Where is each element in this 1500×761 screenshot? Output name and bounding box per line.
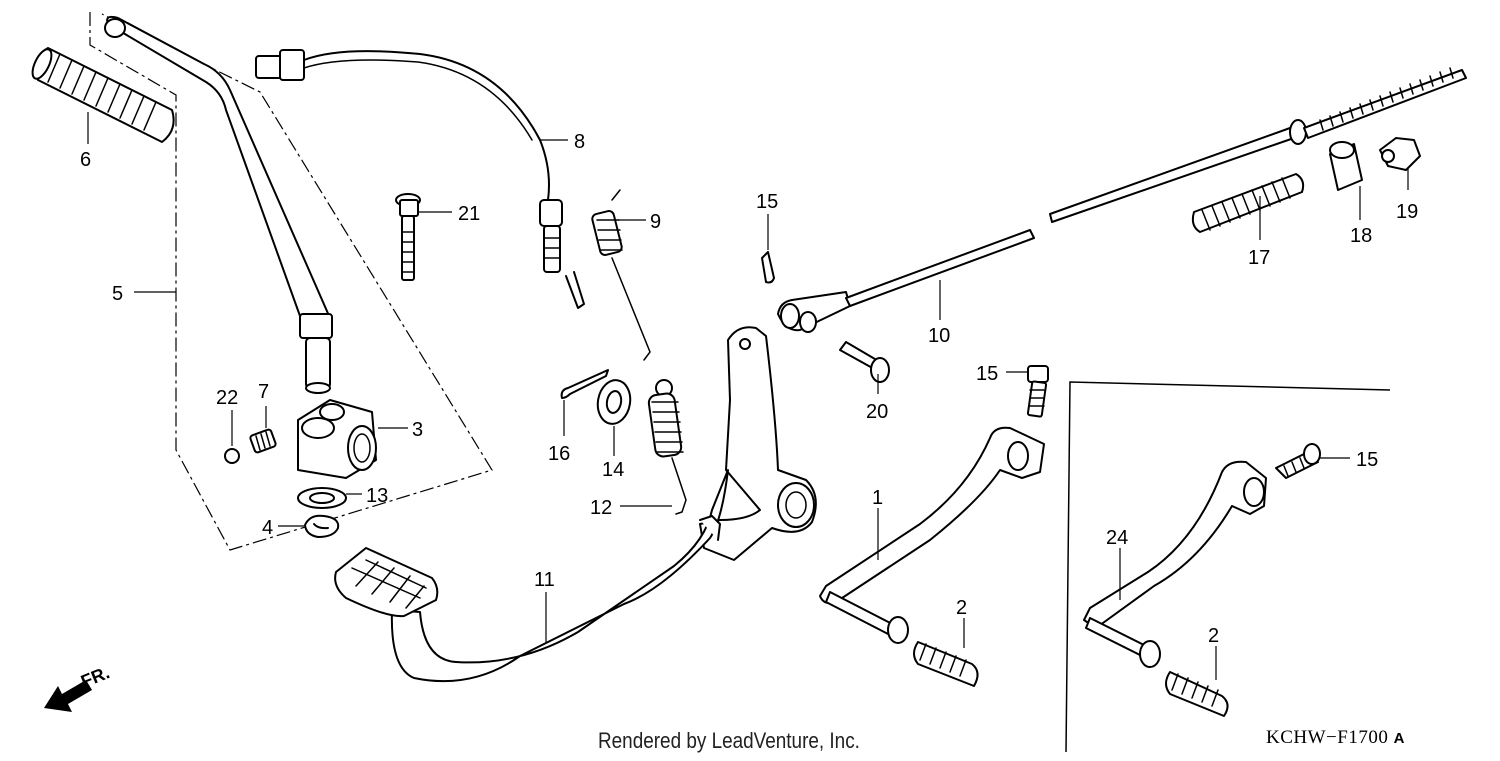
callout-8: 8 — [574, 131, 585, 153]
clip-pin[interactable] — [761, 251, 775, 284]
callout-20: 19 — [1396, 201, 1418, 223]
callout-15-mid: 15 — [976, 363, 998, 385]
callout-21: 20 — [866, 401, 888, 423]
callout-23: 22 — [216, 387, 238, 409]
callout-6: 6 — [80, 149, 91, 171]
kick-arm[interactable] — [104, 15, 333, 394]
callout-19: 18 — [1350, 225, 1372, 247]
circlip[interactable] — [304, 514, 340, 538]
leader-lines — [87, 112, 1409, 680]
callout-9: 9 — [650, 211, 661, 233]
kick-grip-rubber[interactable] — [29, 47, 175, 143]
callout-14: 14 — [602, 459, 624, 481]
stop-switch-connector[interactable] — [255, 49, 585, 309]
clevis-pin[interactable] — [839, 341, 890, 383]
diagram-code: KCHW−F1700 A — [1266, 727, 1405, 749]
alt-change-pedal-rubber[interactable] — [1165, 671, 1229, 717]
washer[interactable] — [297, 487, 347, 509]
alt-change-pedal[interactable] — [1083, 460, 1267, 668]
stop-switch-assembly — [255, 49, 651, 361]
brake-pedal[interactable] — [334, 326, 817, 683]
callout-18: 17 — [1248, 247, 1270, 269]
kick-starter-group — [29, 12, 493, 551]
alt-change-pedal-bolt[interactable] — [1275, 443, 1321, 479]
callout-2-right: 2 — [1208, 625, 1219, 647]
rendered-by-credit: Rendered by LeadVenture, Inc. — [598, 728, 860, 753]
change-pedal[interactable] — [819, 426, 1045, 644]
callout-10: 10 — [928, 325, 950, 347]
front-direction-label: FR. — [78, 662, 112, 691]
kick-spring[interactable] — [249, 428, 277, 454]
kick-boss[interactable] — [297, 399, 377, 479]
diagram-code-suffix: A — [1393, 730, 1405, 747]
callout-12: 12 — [590, 497, 612, 519]
steel-ball[interactable] — [224, 448, 240, 464]
pedal-washer[interactable] — [594, 378, 633, 427]
callout-2-mid: 2 — [956, 597, 967, 619]
pivot-bolt[interactable] — [395, 193, 421, 281]
callout-7: 7 — [258, 381, 269, 403]
callout-15-right: 15 — [1356, 449, 1378, 471]
front-direction-arrow-icon: FR. — [44, 662, 112, 712]
change-pedal-rubber[interactable] — [913, 641, 979, 687]
rod-spring[interactable] — [1191, 173, 1305, 233]
callout-22: 21 — [458, 203, 480, 225]
callout-17: 16 — [548, 443, 570, 465]
callout-1: 1 — [872, 487, 883, 509]
brake-rod[interactable] — [777, 67, 1467, 333]
callout-24: 24 — [1106, 527, 1128, 549]
callout-4: 4 — [262, 517, 273, 539]
change-pedal-bolt[interactable] — [1026, 365, 1049, 418]
callout-13: 13 — [366, 485, 388, 507]
cotter-pin[interactable] — [560, 369, 609, 399]
callout-11: 11 — [534, 569, 555, 591]
brake-arm-joint[interactable] — [1329, 141, 1363, 191]
adjusting-nut[interactable] — [1379, 137, 1421, 171]
callout-labels: 6 5 3 13 4 7 22 21 8 9 15 10 20 15 17 18… — [80, 131, 1418, 647]
diagram-code-main: KCHW−F1700 — [1266, 727, 1389, 748]
group-outline-kickstarter — [89, 12, 493, 551]
stop-switch-spring[interactable] — [591, 189, 651, 361]
callout-3: 3 — [412, 419, 423, 441]
callout-5: 5 — [112, 283, 123, 305]
return-spring[interactable] — [647, 379, 687, 515]
callout-16: 15 — [756, 191, 778, 213]
alt-parts-box — [1065, 381, 1391, 753]
